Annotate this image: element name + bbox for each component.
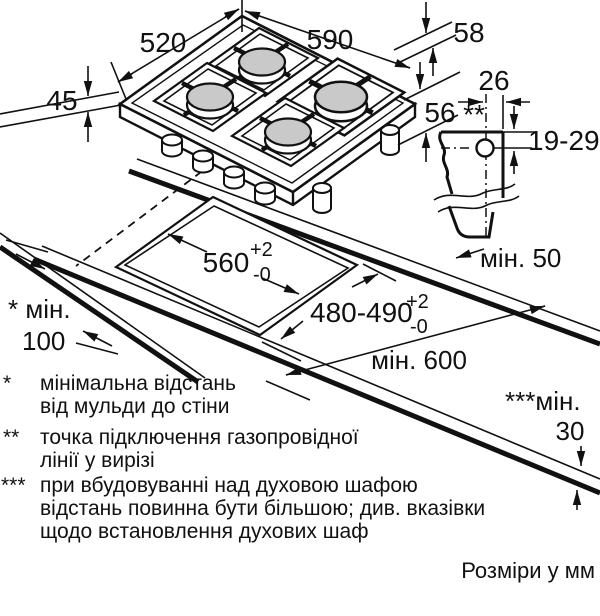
projection-dashed-line xyxy=(75,162,214,267)
connection-marker-label: ** xyxy=(463,99,485,130)
gas-connection-detail: 26 ** 19-29 xyxy=(433,65,600,240)
clearance-side-value: 100 xyxy=(22,326,65,356)
dim-520-label: 520 xyxy=(140,27,187,58)
footnote-3-line-2: відстань повинна бути більшою; див. вказ… xyxy=(40,497,485,520)
footnote-1-line-1: мінімальна відстань xyxy=(40,372,236,395)
dim-590-label: 590 xyxy=(307,24,354,55)
footnote-2-line-2: лінії у вирізі xyxy=(40,449,155,472)
wall-line-thin xyxy=(0,232,206,379)
gas-connection-point xyxy=(475,138,495,158)
footnote-1-line-2: від мульди до стіни xyxy=(40,395,230,418)
footnote-2-line-1: точка підключення газопровідної xyxy=(40,426,359,449)
footnote-3-line-1: при вбудовуванні над духовою шафою xyxy=(40,474,418,497)
dim-480-490-tol-plus: +2 xyxy=(406,291,429,313)
dim-560-tol-minus: -0 xyxy=(253,264,271,286)
footnote-marker-2: ** xyxy=(3,426,19,449)
hob-knob xyxy=(192,149,214,174)
cutout-dimensions: 560 +2 -0 480-490 +2 -0 мін. 50 * мін. 1… xyxy=(5,233,586,510)
clearance-worktop-label: мін. 600 xyxy=(371,345,467,375)
worktop-back-edge-thin xyxy=(136,158,600,332)
dim-58-label: 58 xyxy=(453,17,484,48)
worktop-front-edge-thick xyxy=(33,256,600,496)
hob-foot xyxy=(380,124,400,156)
clearance-side-label: * мін. xyxy=(8,294,71,324)
footnotes: * мінімальна відстань від мульди до стін… xyxy=(1,372,595,583)
hob-drawing xyxy=(117,14,418,214)
dim-560-tol-plus: +2 xyxy=(250,239,273,261)
footnote-marker-3: *** xyxy=(1,474,26,497)
footnote-marker-1: * xyxy=(3,372,11,395)
hob-knob xyxy=(161,133,183,158)
hob-dimensions: 520 590 45 58 56 xyxy=(0,0,485,162)
wall-line-thick xyxy=(0,244,200,385)
dim-560-label: 560 xyxy=(203,247,250,278)
footnote-3-line-3: щодо встановлення духових шаф xyxy=(40,520,369,543)
hob-foot xyxy=(312,182,332,214)
hob-knob xyxy=(254,181,276,206)
hob-knob xyxy=(223,165,245,190)
worktop-front-edge-thin xyxy=(41,245,600,480)
clearance-below-label: ***мін. xyxy=(505,386,581,416)
cutout-outline-inner xyxy=(123,205,350,328)
dim-26-label: 26 xyxy=(478,65,509,96)
dim-45-label: 45 xyxy=(46,85,77,116)
dim-480-490-tol-minus: -0 xyxy=(410,316,428,338)
dim-480-490-label: 480-490 xyxy=(310,297,413,328)
dim-19-29-label: 19-29 xyxy=(528,125,600,156)
clearance-back-label: мін. 50 xyxy=(480,243,561,273)
worktop-cutout-drawing xyxy=(0,158,600,496)
units-note: Розміри у мм xyxy=(461,558,595,583)
dim-56-label: 56 xyxy=(424,97,455,128)
clearance-below-value: 30 xyxy=(556,416,585,446)
